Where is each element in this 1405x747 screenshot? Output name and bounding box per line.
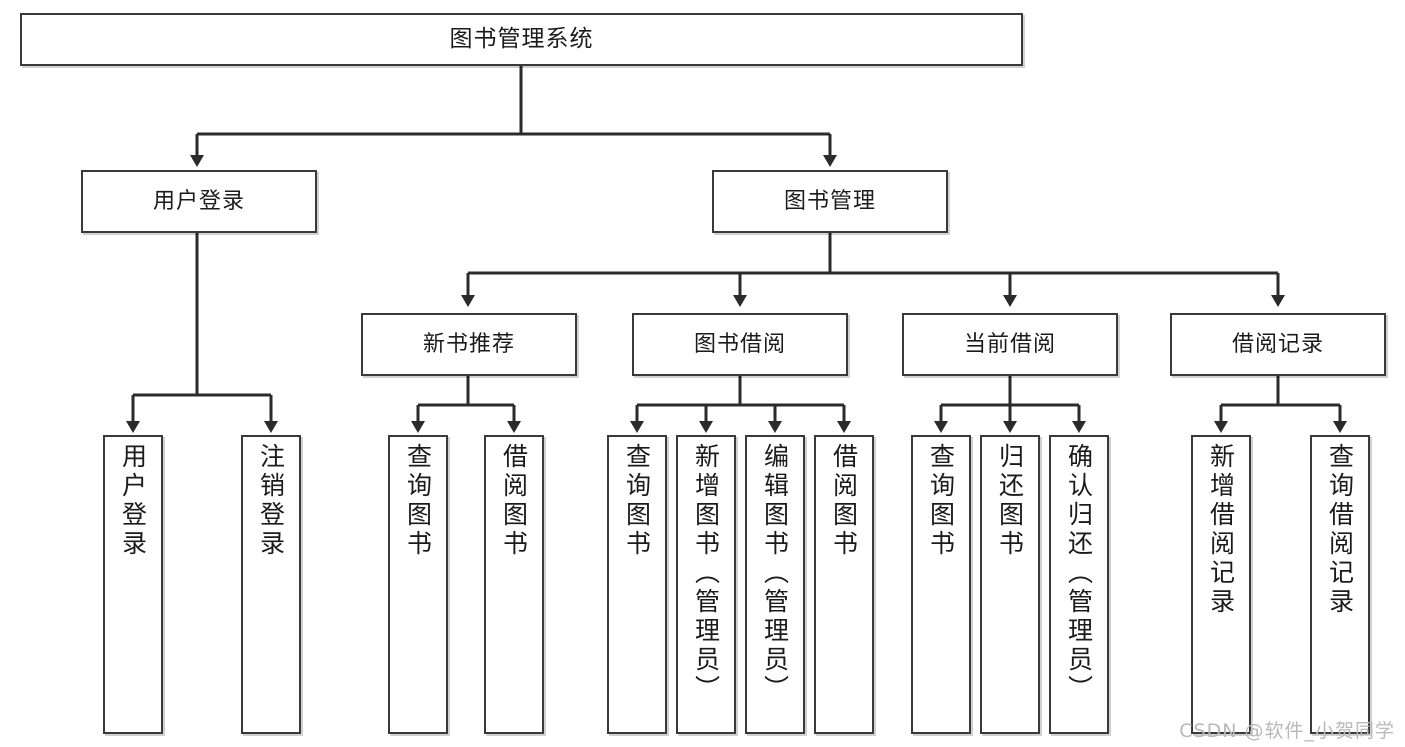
leaf-borrow-book-1[interactable]: 借阅图书 xyxy=(484,435,544,734)
node-label: 借阅图书 xyxy=(829,443,859,559)
node-label: 注销登录 xyxy=(256,443,286,559)
leaf-borrow-book-2[interactable]: 借阅图书 xyxy=(814,435,874,734)
node-label: 新增图书（管理员） xyxy=(691,443,721,704)
node-label: 图书管理 xyxy=(783,188,876,214)
leaf-logout-login[interactable]: 注销登录 xyxy=(241,435,301,734)
node-label: 查询借阅记录 xyxy=(1325,443,1355,617)
node-new-book-recommend[interactable]: 新书推荐 xyxy=(361,313,577,376)
node-label: 归还图书 xyxy=(995,443,1025,559)
node-label: 当前借阅 xyxy=(963,331,1056,357)
leaf-user-login[interactable]: 用户登录 xyxy=(103,435,163,734)
csdn-watermark: CSDN @软件_小贺同学 xyxy=(1179,720,1395,742)
leaf-query-book-2[interactable]: 查询图书 xyxy=(607,435,667,734)
leaf-query-book-3[interactable]: 查询图书 xyxy=(911,435,971,734)
node-label: 用户登录 xyxy=(152,188,245,214)
leaf-add-record[interactable]: 新增借阅记录 xyxy=(1191,435,1251,734)
node-book-borrow[interactable]: 图书借阅 xyxy=(632,313,848,376)
node-label: 查询图书 xyxy=(403,443,433,559)
node-label: 用户登录 xyxy=(118,443,148,559)
leaf-add-book[interactable]: 新增图书（管理员） xyxy=(676,435,736,734)
leaf-query-book-1[interactable]: 查询图书 xyxy=(388,435,448,734)
node-label: 新书推荐 xyxy=(422,331,515,357)
node-book-management[interactable]: 图书管理 xyxy=(712,170,948,233)
node-label: 新增借阅记录 xyxy=(1206,443,1236,617)
node-root-book-management-system[interactable]: 图书管理系统 xyxy=(20,13,1023,66)
node-label: 图书借阅 xyxy=(693,331,786,357)
leaf-confirm-return[interactable]: 确认归还（管理员） xyxy=(1049,435,1109,734)
node-borrow-record[interactable]: 借阅记录 xyxy=(1170,313,1386,376)
node-label: 编辑图书（管理员） xyxy=(760,443,790,704)
node-label: 借阅记录 xyxy=(1231,331,1324,357)
node-label: 查询图书 xyxy=(622,443,652,559)
leaf-edit-book[interactable]: 编辑图书（管理员） xyxy=(745,435,805,734)
leaf-return-book[interactable]: 归还图书 xyxy=(980,435,1040,734)
leaf-query-record[interactable]: 查询借阅记录 xyxy=(1310,435,1370,734)
node-user-login[interactable]: 用户登录 xyxy=(81,170,317,233)
node-label: 查询图书 xyxy=(926,443,956,559)
node-label: 图书管理系统 xyxy=(449,26,594,53)
node-label: 确认归还（管理员） xyxy=(1064,443,1094,704)
node-current-borrow[interactable]: 当前借阅 xyxy=(902,313,1118,376)
node-label: 借阅图书 xyxy=(499,443,529,559)
